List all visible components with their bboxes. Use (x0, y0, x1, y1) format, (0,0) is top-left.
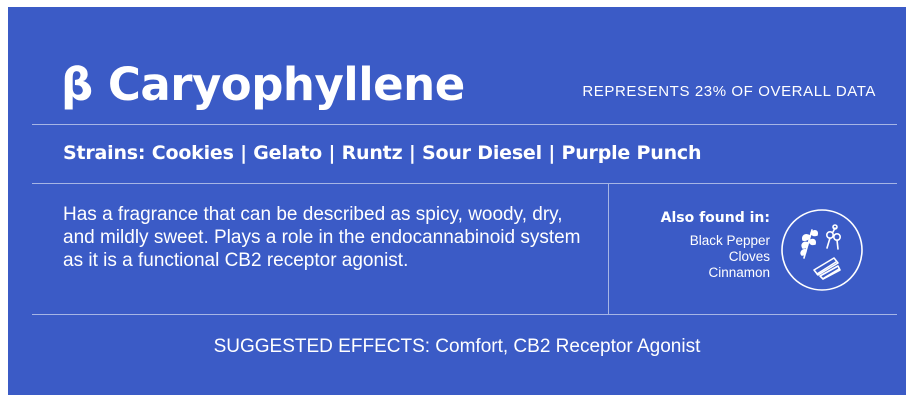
strains-list: Strains: Cookies | Gelato | Runtz | Sour… (63, 142, 702, 164)
also-found-item: Cinnamon (708, 265, 770, 280)
card-header: β Caryophyllene REPRESENTS 23% OF OVERAL… (8, 7, 906, 124)
terpene-description: Has a fragrance that can be described as… (63, 204, 581, 271)
also-found-list: Black Pepper Cloves Cinnamon (628, 233, 770, 281)
divider (32, 314, 897, 315)
also-found-title: Also found in: (660, 210, 770, 226)
data-share-label: REPRESENTS 23% OF OVERALL DATA (582, 83, 876, 100)
also-found-in: Also found in: Black Pepper Cloves Cinna… (628, 208, 770, 281)
also-found-item: Cloves (728, 249, 770, 264)
suggested-effects: SUGGESTED EFFECTS: Comfort, CB2 Receptor… (213, 336, 701, 357)
vertical-divider (608, 184, 609, 314)
terpene-card: β Caryophyllene REPRESENTS 23% OF OVERAL… (8, 7, 906, 395)
terpene-title: β Caryophyllene (61, 58, 465, 111)
also-found-item: Black Pepper (689, 233, 770, 248)
divider (32, 124, 897, 125)
spices-icon (781, 209, 863, 291)
divider (32, 183, 897, 184)
